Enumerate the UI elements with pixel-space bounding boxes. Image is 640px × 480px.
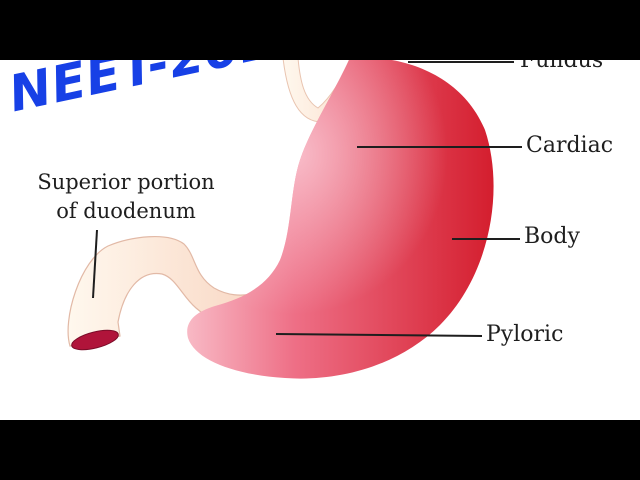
label-cardiac: Cardiac: [526, 133, 614, 158]
label-fundus: Fundus: [520, 60, 604, 73]
duodenum-leader: [92, 229, 98, 299]
label-duodenum: Superior portion of duodenum: [14, 168, 238, 226]
label-body: Body: [524, 224, 580, 249]
pyloric-leader: [275, 333, 483, 337]
duodenum: [67, 236, 251, 347]
label-pyloric: Pyloric: [486, 322, 564, 347]
duodenum-opening: [71, 329, 119, 351]
stomach-diagram: [67, 60, 522, 379]
label-duodenum-line1: Superior portion: [37, 170, 215, 194]
label-duodenum-line2: of duodenum: [56, 199, 196, 223]
diagram-frame: Fundus Cardiac Body Pyloric Superior por…: [0, 60, 640, 420]
